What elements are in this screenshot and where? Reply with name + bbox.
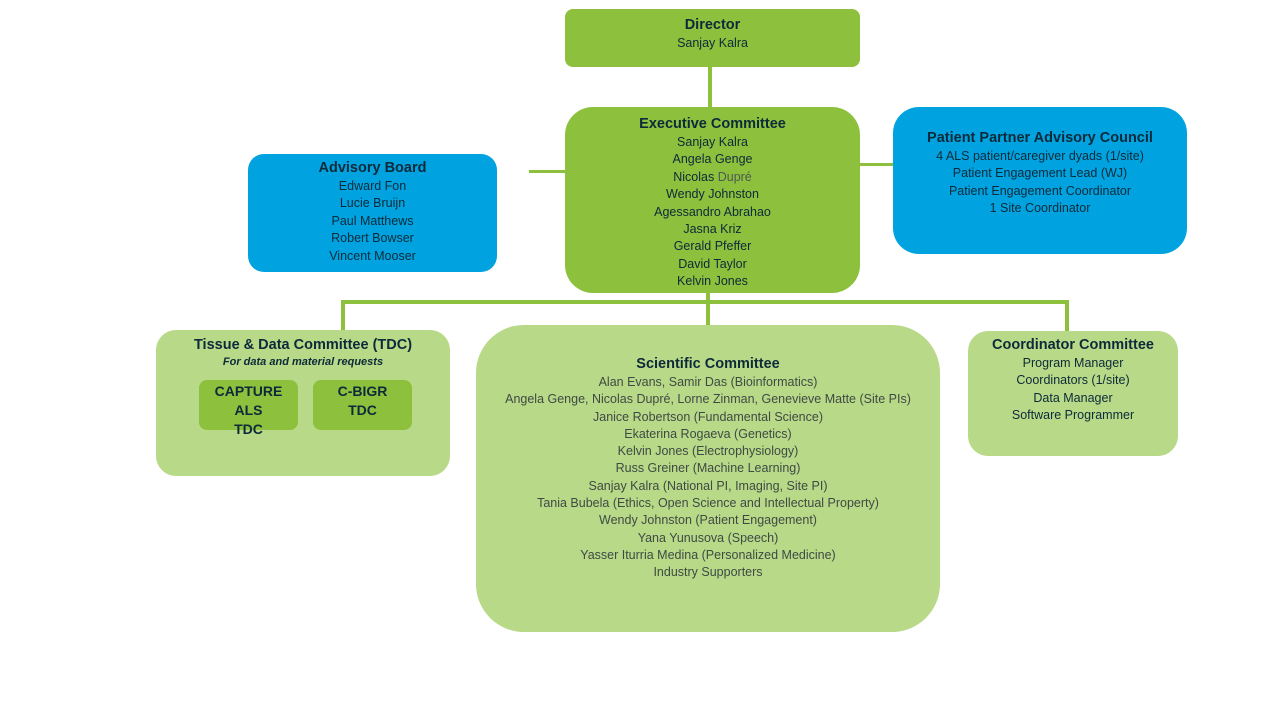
advisory-board-member: Vincent Mooser [329, 248, 416, 263]
executive-member: Nicolas Dupré [565, 169, 860, 186]
advisory-board-title: Advisory Board [318, 160, 427, 176]
capture-als-tdc: CAPTURE ALS TDC [199, 380, 298, 437]
patient-council-member: 4 ALS patient/caregiver dyads (1/site) [936, 149, 1144, 163]
scientific-committee-member: Angela Genge, Nicolas Dupré, Lorne Zinma… [505, 392, 911, 407]
patient-council-title: Patient Partner Advisory Council [927, 130, 1153, 146]
scientific-committee-member: Kelvin Jones (Electrophysiology) [617, 444, 799, 459]
executive-member-last-name: Kalra [718, 135, 748, 149]
connector-advisory-executive [529, 170, 566, 173]
executive-member: Sanjay Kalra [565, 134, 860, 151]
executive-member-first-name: Kelvin [677, 274, 712, 289]
c-bigr-tdc: C-BIGR TDC [313, 380, 412, 430]
scientific-committee-members: Alan Evans, Samir Das (Bioinformatics) An… [476, 374, 940, 582]
tissue-data-committee-title: Tissue & Data Committee (TDC) [193, 337, 413, 353]
scientific-committee-member: Yasser Iturria Medina (Personalized Medi… [580, 547, 836, 562]
executive-member: Jasna Kriz [565, 221, 860, 238]
executive-member-first-name: Jasna [683, 222, 717, 237]
scientific-committee-member: Wendy Johnston (Patient Engagement) [599, 513, 817, 528]
executive-member-last-name: Taylor [713, 256, 747, 271]
advisory-board-member: Edward Fon [338, 179, 407, 193]
scientific-committee-member: Yana Yunusova (Speech) [637, 530, 779, 545]
patient-council-box: Patient Partner Advisory Council 4 ALS p… [893, 107, 1187, 254]
director-box: Director Sanjay Kalra [565, 9, 860, 67]
executive-member: Wendy Johnston [565, 186, 860, 203]
executive-member: Kelvin Jones [565, 273, 860, 290]
patient-council-member: Patient Engagement Coordinator [948, 183, 1132, 198]
c-bigr-tdc-line2: TDC [348, 402, 377, 418]
executive-member-last-name: Genge [714, 152, 753, 167]
executive-member-first-name: Sanjay [677, 135, 716, 149]
executive-member: Angela Genge [565, 151, 860, 168]
scientific-committee-member: Tania Bubela (Ethics, Open Science and I… [537, 496, 879, 511]
capture-als-tdc-line1: CAPTURE ALS [214, 383, 283, 418]
executive-member: Agessandro Abrahao [565, 204, 860, 221]
coordinator-committee-member: Coordinators (1/site) [1016, 373, 1130, 388]
director-name: Sanjay Kalra [677, 36, 748, 50]
patient-council-members: 4 ALS patient/caregiver dyads (1/site) Pa… [893, 148, 1187, 218]
c-bigr-tdc-line1: C-BIGR [337, 383, 388, 399]
executive-member: Gerald Pfeffer [565, 238, 860, 255]
executive-member-first-name: Gerald [673, 239, 712, 254]
executive-member-last-name: Pfeffer [714, 239, 752, 254]
executive-member-first-name: Nicolas [673, 169, 715, 184]
connector-director-executive [708, 66, 712, 108]
connector-horizontal-bus [341, 300, 1069, 304]
scientific-committee-title: Scientific Committee [636, 356, 780, 372]
patient-council-member: 1 Site Coordinator [989, 201, 1091, 216]
executive-member-last-name: Dupré [717, 169, 752, 184]
executive-member-last-name: Johnston [708, 187, 759, 202]
scientific-committee-member: Russ Greiner (Machine Learning) [615, 461, 801, 476]
executive-member-last-name: Kriz [720, 222, 742, 237]
tissue-data-committee-subtitle: For data and material requests [222, 356, 384, 368]
executive-member-last-name: Abrahao [723, 204, 771, 219]
executive-committee-title: Executive Committee [639, 116, 786, 132]
executive-member-first-name: David [678, 256, 711, 271]
coordinator-committee-title: Coordinator Committee [992, 337, 1154, 353]
coordinator-committee-member: Software Programmer [1011, 408, 1135, 423]
executive-member-last-name: Jones [714, 274, 748, 289]
connector-bus-scientific [706, 300, 710, 326]
scientific-committee-member: Sanjay Kalra (National PI, Imaging, Site… [588, 478, 828, 493]
executive-member-first-name: Angela [672, 152, 712, 167]
executive-member-first-name: Wendy [666, 187, 705, 202]
capture-als-tdc-line2: TDC [234, 421, 263, 437]
advisory-board-member: Lucie Bruijn [339, 196, 406, 211]
advisory-board-member: Robert Bowser [331, 231, 414, 246]
executive-member: David Taylor [565, 256, 860, 273]
advisory-board-member: Paul Matthews [331, 213, 414, 228]
coordinator-committee-member: Data Manager [1033, 390, 1113, 405]
scientific-committee-member: Janice Robertson (Fundamental Science) [593, 409, 823, 424]
scientific-committee-member: Ekaterina Rogaeva (Genetics) [624, 426, 792, 441]
connector-bus-coordinator [1065, 300, 1069, 332]
coordinator-committee-member: Program Manager [1022, 356, 1124, 370]
connector-executive-patient [859, 163, 894, 166]
scientific-committee-member: Alan Evans, Samir Das (Bioinformatics) [598, 375, 818, 389]
connector-executive-bus [706, 292, 710, 302]
scientific-committee-box: Scientific Committee Alan Evans, Samir D… [476, 325, 940, 632]
director-title: Director [684, 17, 741, 33]
patient-council-member: Patient Engagement Lead (WJ) [952, 166, 1128, 181]
connector-bus-tissue [341, 300, 345, 331]
executive-member-first-name: Agessandro [654, 204, 721, 219]
scientific-committee-member: Industry Supporters [653, 565, 763, 580]
